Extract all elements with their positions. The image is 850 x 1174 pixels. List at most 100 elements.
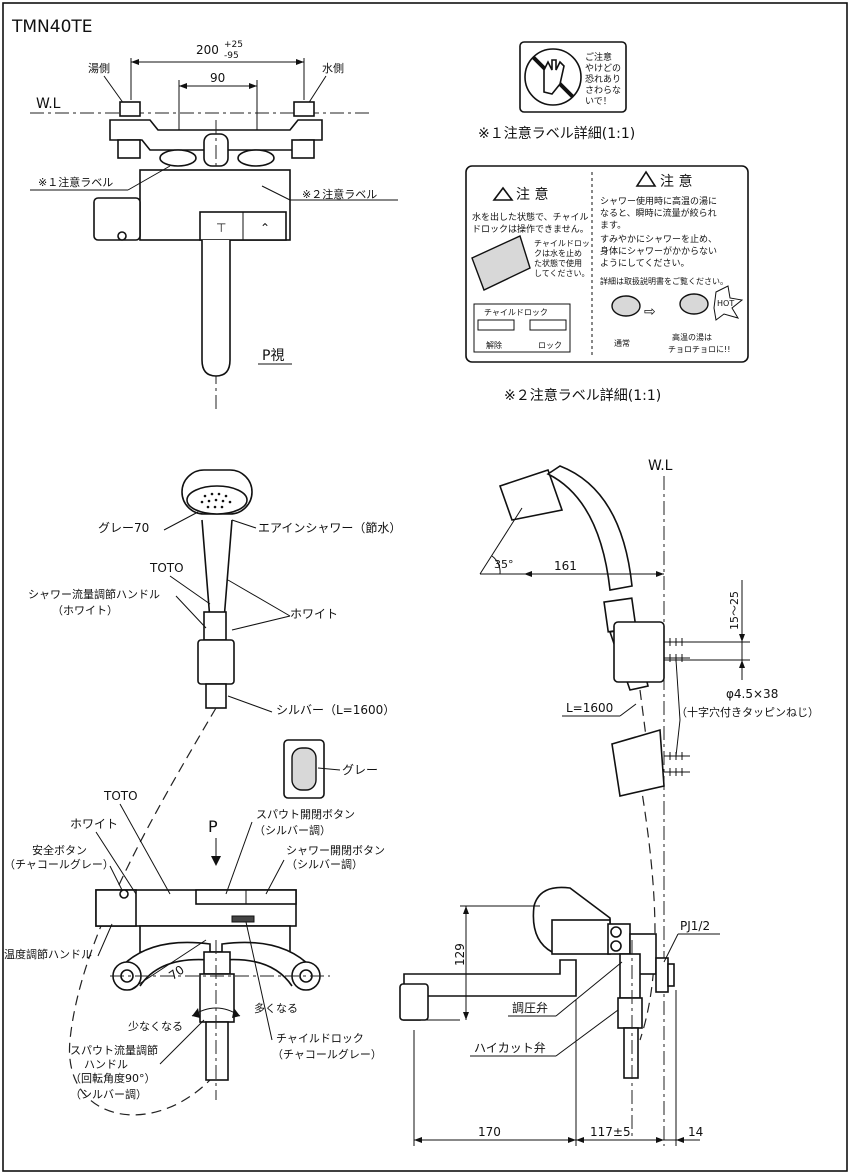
high-cut-valve-label: ハイカット弁 <box>474 1040 546 1055</box>
pressure-valve-label: 調圧弁 <box>512 1000 548 1015</box>
shower-flow-handle-label: シャワー流量調節ハンドル <box>28 587 160 601</box>
water-line-label-right: W.L <box>648 458 673 474</box>
dimension-15-25: 15～25 <box>728 591 741 630</box>
dimension-200-tol-up: +25 <box>224 40 243 50</box>
label2-lock-title: チャイルドロック <box>484 308 548 317</box>
dimension-117: 117±5 <box>590 1125 631 1139</box>
label2-left-note-3: た状態で使用 <box>534 258 582 268</box>
dimension-200: 200 <box>196 43 219 57</box>
svg-text:⊤: ⊤ <box>216 221 226 235</box>
label-1-detail-title: ※１注意ラベル詳細(1:1) <box>478 125 635 142</box>
label2-left-title: 注 意 <box>516 186 548 203</box>
hose-length-label: L=1600 <box>566 701 613 715</box>
more-label: 多くなる <box>254 1001 298 1015</box>
air-in-shower-label: エアインシャワー（節水） <box>258 520 401 535</box>
label2-release: 解除 <box>486 340 502 350</box>
label2-left-note-1: チャイルドロッ <box>534 239 590 248</box>
label2-left-note-2: クは水を止め <box>534 248 582 258</box>
label1-line-5: いで！ <box>585 96 612 107</box>
label2-right-text-4: すみやかにシャワーを止め、 <box>600 233 717 245</box>
caution-label-1-callout: ※１注意ラベル <box>38 175 113 189</box>
label-2-detail-title: ※２注意ラベル詳細(1:1) <box>504 387 661 404</box>
dimension-129: 129 <box>453 943 467 966</box>
shower-flow-handle-color: （ホワイト） <box>52 604 118 617</box>
caution-label-1-card: ご注意 やけどの 恐れあり さわらな いで！ <box>519 41 627 113</box>
holder-bracket-small <box>283 739 325 799</box>
silver-bar-label: シルバー（L=1600） <box>276 703 395 717</box>
spout-flow-handle-color: （シルバー調） <box>70 1087 147 1101</box>
hot-fitting <box>119 101 141 117</box>
label2-right-text-1: シャワー使用時に高温の湯に <box>600 195 717 207</box>
toto-label-top: TOTO <box>149 561 184 575</box>
label2-lock: ロック <box>538 341 562 350</box>
shower-flow-handle-ring <box>203 611 227 641</box>
water-line-label: W.L <box>36 96 61 112</box>
svg-text:⌃: ⌃ <box>260 221 270 235</box>
p-direction-label: P <box>208 817 218 836</box>
grey-label: グレー <box>342 763 378 777</box>
label2-hot-water-2: チョロチョロに!! <box>668 345 730 354</box>
label2-right-text-3: ます。 <box>600 220 626 231</box>
temp-handle-top <box>93 197 141 241</box>
hand-icon <box>543 59 565 95</box>
label2-right-text-7: 詳細は取扱説明書をご覧ください。 <box>600 276 728 286</box>
model-number: TMN40TE <box>11 17 93 37</box>
caution-label-2-card: 注 意 水を出した状態で、チャイル ドロックは操作できません。 チャイルドロッ … <box>465 165 749 363</box>
label2-left-text-1: 水を出した状態で、チャイル <box>472 211 589 223</box>
shower-head-front <box>181 469 253 709</box>
dimension-161: 161 <box>554 559 577 573</box>
child-lock-label: チャイルドロック <box>276 1032 364 1045</box>
screw-type-label: （十字穴付きタッピンねじ） <box>676 705 819 719</box>
spout-front <box>201 240 231 377</box>
white-label-bottom: ホワイト <box>70 817 118 831</box>
label1-line-2: やけどの <box>585 63 621 74</box>
spout-flow-handle-label-1: スパウト流量調節 <box>70 1043 158 1057</box>
label2-right-text-6: ようにしてください。 <box>600 258 689 269</box>
hose-path <box>68 707 217 1116</box>
label2-hot: HOT <box>717 299 734 308</box>
wall-bracket-upper <box>613 621 665 683</box>
label2-left-text-2: ドロックは操作できません。 <box>472 223 589 235</box>
shower-hot-icon <box>679 293 709 315</box>
dimension-70: 70 <box>166 963 187 983</box>
label2-right-title: 注 意 <box>660 173 692 190</box>
dimension-200-tol-down: -95 <box>224 51 239 61</box>
top-view: W.L 200 +25 -95 90 湯側 水側 <box>30 40 398 410</box>
spout-side <box>403 959 577 1021</box>
dimension-170: 170 <box>478 1125 501 1139</box>
screw-size-label: φ4.5×38 <box>726 687 778 701</box>
high-cut-valve <box>617 997 643 1029</box>
side-view: W.L 35° 161 15～25 L <box>399 458 819 1146</box>
label2-normal: 通常 <box>614 338 630 348</box>
white-label: ホワイト <box>290 607 338 621</box>
spout-button-color: （シルバー調） <box>254 823 331 837</box>
pj-label: PJ1/2 <box>680 919 710 933</box>
shower-grip <box>201 519 233 621</box>
warning-icon-right <box>635 170 657 187</box>
shower-button-label: シャワー開閉ボタン <box>286 844 385 857</box>
spout-button-label: スパウト開閉ボタン <box>256 808 355 821</box>
label2-right-text-5: 身体にシャワーがかからない <box>600 245 717 257</box>
safety-button-color: （チャコールグレー） <box>4 857 114 871</box>
temp-handle-label: 温度調節ハンドル <box>4 947 92 961</box>
grey70-label: グレー70 <box>98 521 149 535</box>
cold-side-label: 水側 <box>322 62 344 75</box>
wall-bracket-lower <box>611 728 665 797</box>
label2-left-note-4: してください。 <box>534 269 590 278</box>
safety-button <box>119 889 129 899</box>
rotation-angle-label: （回転角度90°） <box>70 1071 156 1085</box>
caution-label-2-callout: ※２注意ラベル <box>302 187 377 201</box>
pj-connector <box>655 957 669 993</box>
label1-line-4: さわらな <box>585 85 621 96</box>
shower-normal-icon <box>611 295 641 317</box>
svg-text:⇨: ⇨ <box>644 304 656 320</box>
warning-icon-left <box>492 186 514 201</box>
label2-right-text-2: なると、瞬時に流量が絞られ <box>600 207 717 219</box>
dimension-90: 90 <box>210 71 225 85</box>
shower-button-color: （シルバー調） <box>286 857 363 871</box>
cold-fitting <box>293 101 315 117</box>
hot-side-label: 湯側 <box>88 62 110 75</box>
label1-line-1: ご注意 <box>585 51 612 63</box>
